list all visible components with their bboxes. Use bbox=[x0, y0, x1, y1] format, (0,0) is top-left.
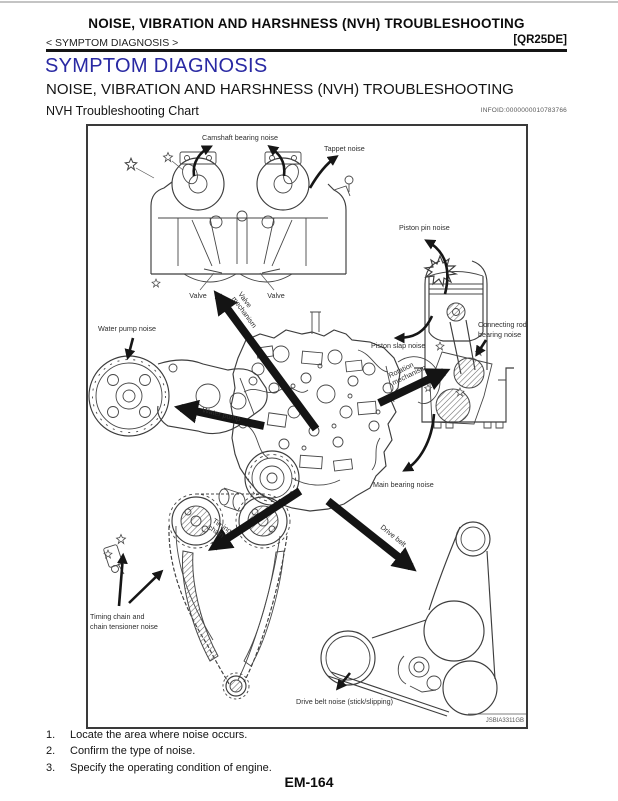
step-1-number: 1. bbox=[46, 729, 56, 741]
label-tensioner-line2: chain tensioner noise bbox=[90, 622, 158, 631]
timing-chain-drawing bbox=[103, 493, 291, 700]
subsection-title: NOISE, VIBRATION AND HARSHNESS (NVH) TRO… bbox=[46, 81, 514, 98]
label-connecting-rod-line2: bearing noise bbox=[478, 330, 521, 339]
noise-arrows bbox=[116, 145, 488, 691]
label-valve-left: Valve bbox=[189, 291, 206, 300]
chart-heading: NVH Troubleshooting Chart bbox=[46, 104, 199, 118]
label-drive-belt-noise: Drive belt noise (stick/slipping) bbox=[296, 697, 393, 706]
drive-belt-drawing bbox=[320, 521, 498, 717]
step-1-text: Locate the area where noise occurs. bbox=[70, 729, 248, 741]
instruction-steps: 1. Locate the area where noise occurs. 2.… bbox=[46, 727, 272, 776]
piston-crank-drawing bbox=[414, 254, 514, 429]
header-rule bbox=[46, 49, 567, 52]
infoid-label: INFOID:0000000010783766 bbox=[480, 107, 567, 114]
label-connecting-rod-line1: Connecting rod bbox=[478, 320, 526, 329]
page-top-edge bbox=[0, 1, 618, 3]
step-1: 1. Locate the area where noise occurs. bbox=[46, 727, 272, 743]
cylinder-head-drawing bbox=[124, 151, 354, 291]
label-piston-slap-noise: Piston slap noise bbox=[371, 341, 425, 350]
label-tensioner-line1: Timing chain and bbox=[90, 612, 144, 621]
water-pump-drawing bbox=[88, 355, 268, 437]
label-tappet-noise: Tappet noise bbox=[324, 144, 365, 153]
step-2-number: 2. bbox=[46, 745, 56, 758]
section-title: SYMPTOM DIAGNOSIS bbox=[45, 55, 268, 77]
label-camshaft-bearing-noise: Camshaft bearing noise bbox=[202, 133, 278, 142]
label-water-pump-noise: Water pump noise bbox=[98, 324, 156, 333]
page-title: NOISE, VIBRATION AND HARSHNESS (NVH) TRO… bbox=[88, 16, 525, 31]
nvh-diagram-svg: Camshaft bearing noise Tappet noise Valv… bbox=[88, 133, 526, 724]
step-2: 2. Confirm the type of noise. bbox=[46, 743, 272, 759]
label-piston-pin-noise: Piston pin noise bbox=[399, 223, 450, 232]
label-main-bearing-noise: Main bearing noise bbox=[373, 480, 434, 489]
label-valve-right: Valve bbox=[267, 291, 284, 300]
breadcrumb: < SYMPTOM DIAGNOSIS > bbox=[46, 37, 179, 49]
diagram-labels: Camshaft bearing noise Tappet noise Valv… bbox=[90, 133, 526, 724]
engine-drawing bbox=[218, 311, 441, 512]
step-2-text: Confirm the type of noise. bbox=[70, 745, 196, 758]
step-3-number: 3. bbox=[46, 761, 56, 774]
figure-code: JSBIA3311GB bbox=[486, 718, 524, 724]
pointer-arrows bbox=[173, 290, 451, 572]
step-3-text: Specify the operating condition of engin… bbox=[70, 761, 272, 774]
page-number: EM-164 bbox=[284, 774, 334, 790]
engine-code-badge: [QR25DE] bbox=[513, 34, 567, 46]
step-3: 3. Specify the operating condition of eng… bbox=[46, 760, 272, 776]
nvh-troubleshooting-figure: Camshaft bearing noise Tappet noise Valv… bbox=[86, 124, 528, 729]
